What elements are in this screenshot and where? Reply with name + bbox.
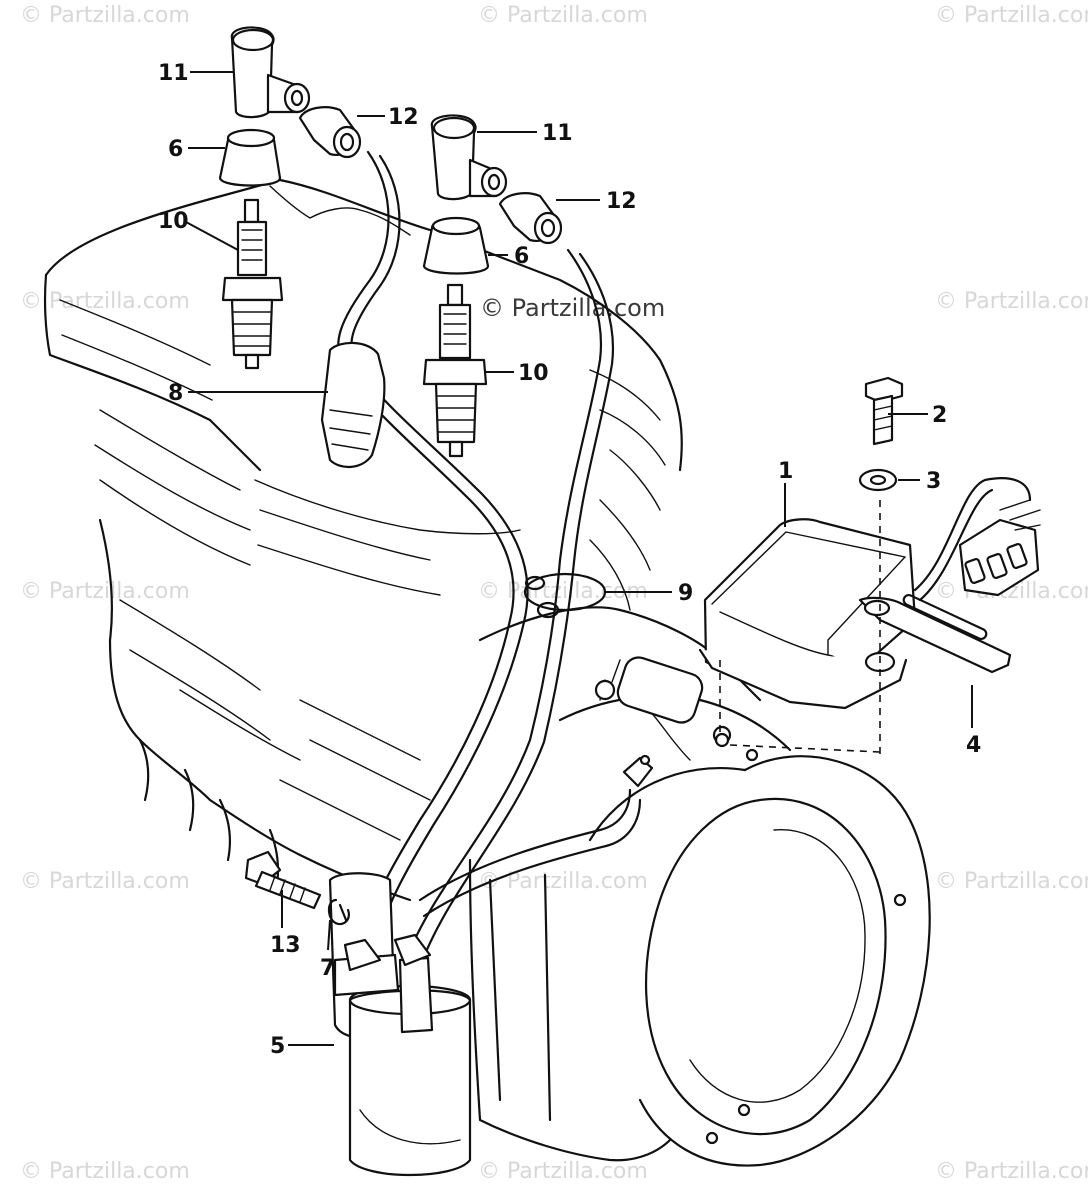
callout-1: 1 [778, 459, 793, 484]
watermark-bottom-center: © Partzilla.com [478, 1159, 648, 1184]
callout-12-right: 12 [606, 189, 637, 214]
watermark-low-left: © Partzilla.com [20, 869, 190, 894]
callout-6-left: 6 [168, 137, 183, 162]
callout-2: 2 [932, 403, 947, 428]
callout-13: 13 [270, 933, 301, 958]
callout-7: 7 [320, 956, 335, 981]
wire-holder [320, 341, 386, 468]
watermark-mid-left: © Partzilla.com [20, 289, 190, 314]
callout-3: 3 [926, 469, 941, 494]
callout-10-right: 10 [518, 361, 549, 386]
watermark-top-left: © Partzilla.com [20, 3, 190, 28]
spark-plug-assembly-right [422, 114, 563, 458]
leader-lines [185, 71, 973, 1046]
callout-11-left: 11 [158, 61, 189, 86]
watermark-bottom-left: © Partzilla.com [20, 1159, 190, 1184]
callout-6-right: 6 [514, 244, 529, 269]
watermark-bottom-right: © Partzilla.com [935, 1159, 1088, 1184]
callout-4: 4 [966, 733, 981, 758]
watermark-top-right: © Partzilla.com [935, 3, 1088, 28]
callout-11-right: 11 [542, 121, 573, 146]
ignition-wires [337, 150, 654, 974]
watermark-center-left: © Partzilla.com [20, 579, 190, 604]
watermark-low-center: © Partzilla.com [478, 869, 648, 894]
callout-5: 5 [270, 1034, 285, 1059]
engine-block [43, 178, 931, 1167]
ignition-coil [328, 872, 472, 1177]
watermark-on-drawing: © Partzilla.com [480, 294, 665, 322]
watermarks: © Partzilla.com © Partzilla.com © Partzi… [20, 3, 1088, 1184]
callout-labels: 11 12 6 10 11 12 6 10 8 2 3 1 9 4 13 7 5 [158, 61, 981, 1059]
watermark-top-center: © Partzilla.com [478, 3, 648, 28]
callout-12-left: 12 [388, 105, 419, 130]
spark-plug-assembly-left [218, 26, 362, 370]
callout-8: 8 [168, 381, 183, 406]
callout-9: 9 [678, 581, 693, 606]
electrical-module [698, 376, 1041, 755]
callout-10-left: 10 [158, 209, 189, 234]
watermark-low-right: © Partzilla.com [935, 869, 1088, 894]
watermark-mid-right: © Partzilla.com [935, 289, 1088, 314]
bolt-and-clip [244, 850, 350, 926]
